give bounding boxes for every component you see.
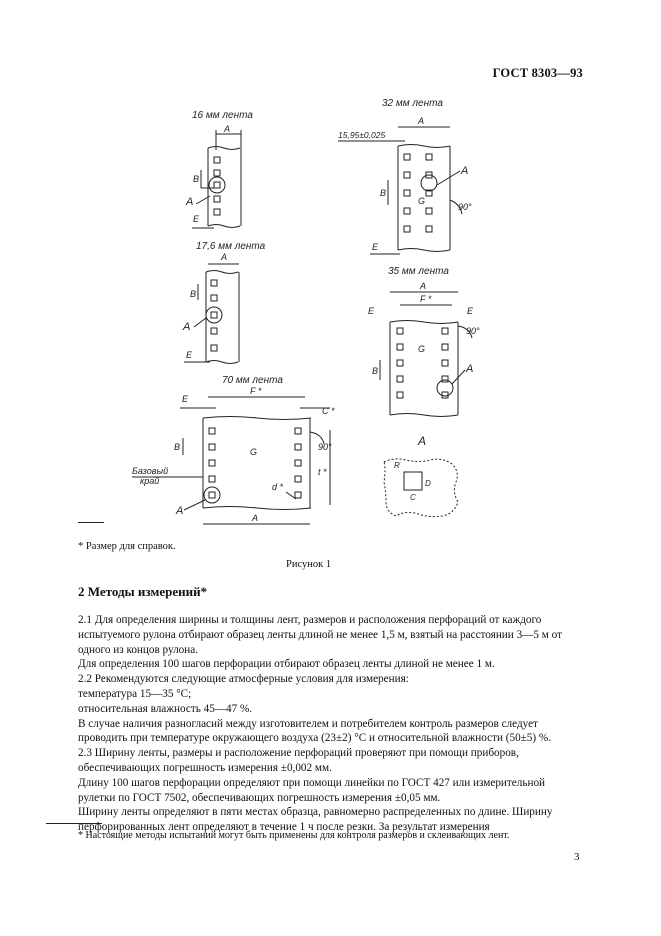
svg-text:E: E: [372, 242, 379, 252]
svg-text:G: G: [418, 344, 425, 354]
tape-70mm-title: 70 мм лента: [222, 375, 283, 386]
standard-code: ГОСТ 8303—93: [492, 66, 583, 80]
tape-35mm-title: 35 мм лента: [388, 266, 449, 277]
svg-text:F *: F *: [420, 294, 432, 304]
svg-text:A: A: [419, 281, 426, 291]
paragraph-100-steps: Для определения 100 шагов перфорации отб…: [78, 658, 495, 671]
svg-text:90°: 90°: [466, 326, 480, 336]
svg-text:90°: 90°: [458, 202, 472, 212]
tape-16mm-title: 16 мм лента: [192, 110, 253, 121]
detail-a-drawing: A R C D: [383, 434, 459, 518]
svg-text:t *: t *: [318, 467, 327, 477]
footnote-divider: [78, 522, 104, 523]
tape-17-6mm-drawing: 17,6 мм лента A B A E: [182, 241, 266, 364]
page-number: 3: [574, 851, 580, 863]
svg-text:E: E: [186, 350, 193, 360]
svg-text:G: G: [418, 196, 425, 206]
svg-text:A: A: [182, 321, 190, 333]
svg-text:A: A: [417, 116, 424, 126]
svg-text:B: B: [193, 174, 199, 184]
svg-text:A: A: [175, 505, 183, 517]
detail-a-title: A: [417, 434, 426, 448]
svg-text:90°: 90°: [318, 442, 332, 452]
svg-text:15,95±0,025: 15,95±0,025: [338, 130, 385, 140]
svg-text:E: E: [467, 306, 474, 316]
svg-text:E: E: [182, 394, 189, 404]
footnote-methods: * Настоящие методы испытаний могут быть …: [78, 830, 510, 841]
svg-text:Базовый: Базовый: [132, 466, 168, 476]
tape-70mm-drawing: 70 мм лента F * E C *: [132, 375, 335, 525]
paragraph-2-1: 2.1 Для определения ширины и толщины лен…: [78, 614, 562, 656]
paragraph-humidity: относительная влажность 45—47 %.: [78, 702, 253, 715]
svg-text:R: R: [394, 461, 400, 470]
tape-32mm-drawing: 32 мм лента A 15,95±0,025: [338, 98, 472, 255]
svg-text:A: A: [465, 363, 473, 375]
paragraph-disagreement: В случае наличия разногласий между изгот…: [78, 717, 552, 745]
svg-text:D: D: [425, 479, 431, 488]
paragraph-width: Ширину ленты определяют в пяти местах об…: [78, 806, 553, 834]
svg-text:d *: d *: [272, 482, 284, 492]
svg-text:B: B: [190, 289, 196, 299]
svg-text:край: край: [140, 476, 159, 486]
section-title: 2 Методы измерений*: [78, 584, 208, 599]
svg-text:E: E: [193, 214, 200, 224]
svg-text:B: B: [372, 366, 378, 376]
svg-text:B: B: [174, 442, 180, 452]
footnote-reference-size: * Размер для справок.: [78, 541, 176, 552]
paragraph-2-3: 2.3 Ширину ленты, размеры и расположение…: [78, 747, 519, 774]
tape-32mm-title: 32 мм лента: [382, 98, 443, 109]
svg-text:F *: F *: [250, 386, 262, 396]
svg-text:C *: C *: [322, 406, 335, 416]
tape-16mm-drawing: 16 мм лента A B A E: [185, 110, 253, 229]
paragraph-temperature: температура 15—35 °С;: [78, 687, 192, 700]
svg-text:A: A: [251, 513, 258, 523]
paragraph-length-100-steps: Длину 100 шагов перфорации определяют пр…: [78, 776, 546, 804]
svg-text:A: A: [460, 165, 468, 177]
tape-35mm-drawing: 35 мм лента A F * E E: [368, 266, 480, 417]
tape-17-6mm-title: 17,6 мм лента: [196, 241, 266, 252]
figure-1: 16 мм лента A B A E: [132, 98, 480, 525]
svg-text:C: C: [410, 493, 416, 502]
paragraph-2-2: 2.2 Рекомендуются следующие атмосферные …: [78, 673, 409, 686]
svg-text:B: B: [380, 188, 386, 198]
svg-text:E: E: [368, 306, 375, 316]
svg-text:A: A: [185, 196, 193, 208]
svg-text:A: A: [223, 124, 230, 134]
section-body: 2.1 Для определения ширины и толщины лен…: [78, 613, 583, 835]
svg-text:A: A: [220, 252, 227, 262]
figure-caption: Рисунок 1: [286, 559, 332, 570]
svg-text:G: G: [250, 447, 257, 457]
footnote-divider-2: [46, 823, 102, 824]
